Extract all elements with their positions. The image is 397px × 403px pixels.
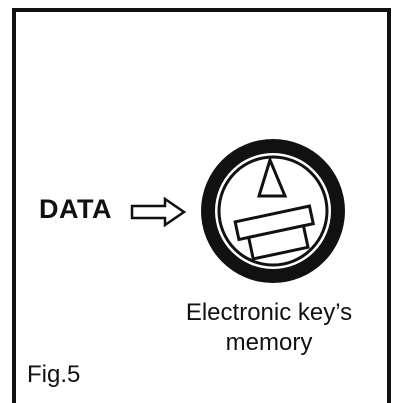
figure-number-label: Fig.5 xyxy=(27,361,81,388)
triangle-marker xyxy=(256,155,288,198)
key-memory-disc-icon xyxy=(201,139,345,283)
caption-line-2: memory xyxy=(225,329,313,356)
figure-border xyxy=(12,8,391,403)
key-block-lower xyxy=(246,223,310,261)
caption-line-1: Electronic key’s xyxy=(185,299,353,326)
data-label: DATA xyxy=(39,194,112,224)
hollow-arrow-right-icon xyxy=(130,196,187,228)
key-memory-caption: Electronic key’s memory xyxy=(158,298,380,358)
